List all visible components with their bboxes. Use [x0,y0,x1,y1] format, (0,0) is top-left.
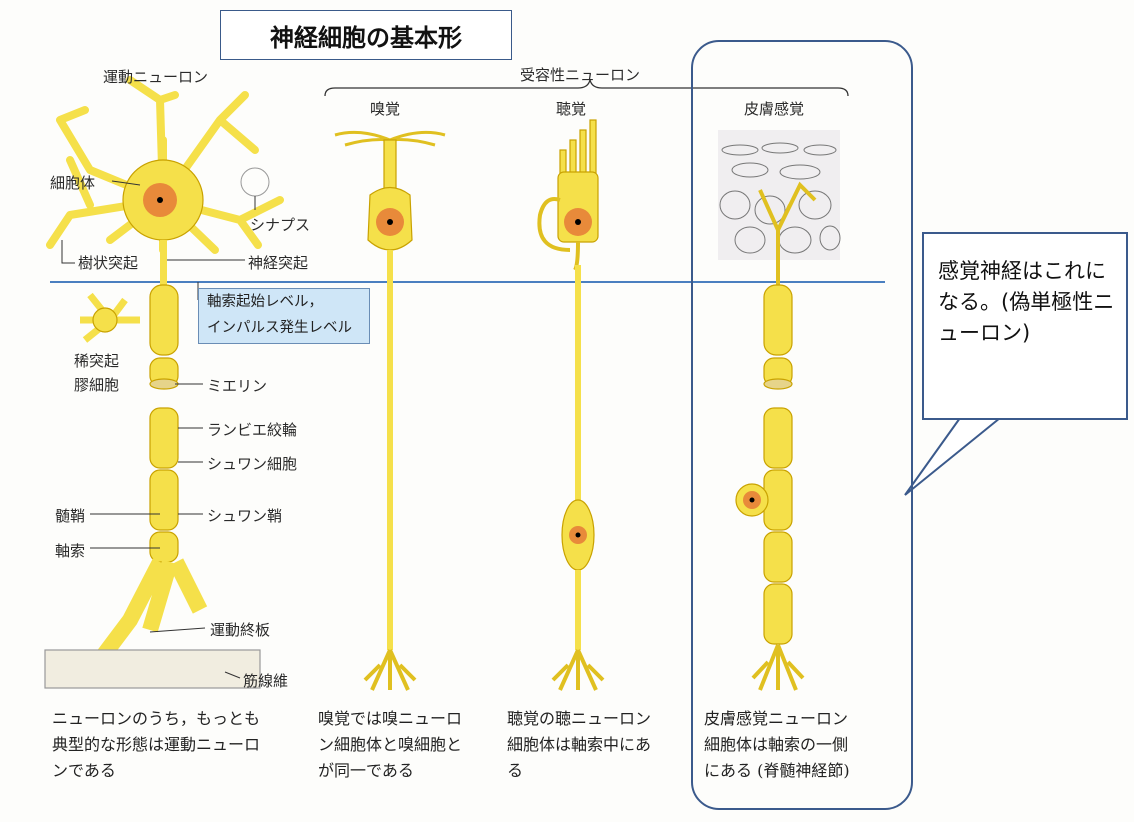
label-oligodendrocyte-2: 膠細胞 [74,376,120,394]
label-schwann-cell: シュワン細胞 [207,455,298,473]
header-motor: 運動ニューロン [103,68,209,86]
olfactory-neuron [334,130,446,691]
initiation-line-2: インパルス発生レベル [207,320,352,336]
label-cell-body: 細胞体 [50,174,96,192]
initiation-level-box: 軸索起始レベル， インパルス発生レベル [198,288,370,344]
label-oligodendrocyte-1: 稀突起 [74,352,120,370]
initiation-line-1: 軸索起始レベル， [207,294,323,310]
label-motor-end-plate: 運動終板 [210,621,271,639]
receptive-brace [324,79,849,97]
label-axon: 軸索 [55,542,86,560]
label-ranvier: ランビエ絞輪 [207,421,298,439]
header-olfactory: 嗅覚 [370,100,401,118]
header-receptive: 受容性ニューロン [520,66,641,84]
auditory-neuron [537,119,605,691]
motor-neuron [44,76,284,689]
label-neurite: 神経突起 [248,254,309,272]
label-muscle-fiber: 筋線維 [243,672,289,690]
leader-lines [61,180,256,679]
caption-olfactory: 嗅覚では嗅ニューロ ン細胞体と嗅細胞と が同一である [318,709,463,780]
caption-skin: 皮膚感覚ニューロン 細胞体は軸索の一側 にある (脊髄神経節) [704,709,850,780]
callout-note: 感覚神経はこれになる。(偽単極性ニューロン) [922,232,1128,420]
label-synapse: シナプス [250,216,311,234]
page-title: 神経細胞の基本形 [220,10,512,60]
skin-neuron-highlight-frame [691,40,913,810]
label-myelin: ミエリン [207,377,268,395]
synapse-circle [240,167,270,197]
skin-neuron [718,130,841,691]
header-auditory: 聴覚 [556,100,587,118]
label-dendrite: 樹状突起 [78,254,139,272]
label-medullary-sheath: 髄鞘 [55,507,86,525]
caption-motor: ニューロンのうち，もっとも 典型的な形態は運動ニューロ ンである [52,709,261,780]
caption-auditory: 聴覚の聴ニューロン 細胞体は軸索中にあ る [507,709,652,780]
label-schwann-sheath: シュワン鞘 [207,507,283,525]
header-skin: 皮膚感覚 [744,100,805,118]
callout-pointer [904,417,1001,496]
